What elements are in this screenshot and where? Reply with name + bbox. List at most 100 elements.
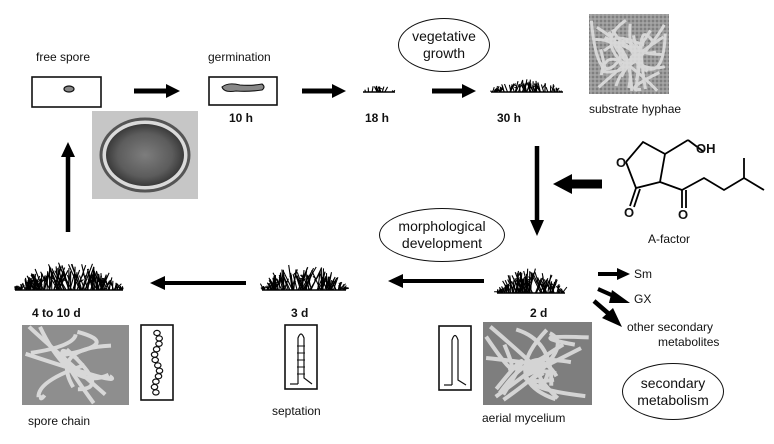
hypha-strand <box>22 282 26 291</box>
hypha-strand <box>293 269 297 291</box>
hypha-branch <box>528 276 533 282</box>
spore-bead <box>155 340 163 347</box>
hypha-branch <box>555 87 559 91</box>
hypha-curve <box>589 20 621 71</box>
hypha-strand <box>48 274 59 291</box>
hypha-branch <box>496 85 500 91</box>
hypha-strand <box>300 267 315 291</box>
label-a-factor: A-factor <box>648 232 691 246</box>
spore-chain-illustration <box>140 324 174 401</box>
hypha-branch <box>526 283 530 286</box>
colony-30h <box>490 79 563 93</box>
hypha-strand <box>509 275 514 294</box>
hypha-branch <box>66 274 70 280</box>
hypha-branch <box>80 273 85 278</box>
hypha-strand <box>267 283 271 291</box>
label-metabolites: metabolites <box>658 335 720 349</box>
hypha-strand <box>328 276 336 291</box>
hypha-strand <box>282 275 291 291</box>
hypha-strand <box>531 85 537 93</box>
morphological-development-line1: morphological <box>398 218 486 234</box>
label-free-spore: free spore <box>36 50 91 64</box>
hypha-strand <box>105 279 110 291</box>
hypha-strand <box>552 281 556 294</box>
hypha-curve <box>38 393 47 401</box>
label-septation: septation <box>272 404 321 418</box>
hypha-strand <box>534 277 542 294</box>
arrow-to-sm <box>598 268 630 280</box>
hypha-branch <box>280 279 283 283</box>
label-30h: 30 h <box>497 111 522 125</box>
hypha-branch <box>62 280 64 282</box>
hypha-branch <box>92 275 96 281</box>
hypha-strand <box>288 264 293 291</box>
hypha-strand <box>326 276 329 291</box>
hypha-strand <box>111 280 114 291</box>
hypha-branch <box>87 279 90 281</box>
label-4-to-10d: 4 to 10 d <box>32 306 81 320</box>
hypha-branch <box>540 282 545 286</box>
hypha-strand <box>558 288 561 294</box>
spore-bead <box>155 367 164 374</box>
hypha-strand <box>515 281 521 294</box>
hypha-branch <box>44 275 47 282</box>
arrow-a-factor <box>553 174 602 194</box>
hypha-branch <box>512 283 516 287</box>
spore-bead <box>150 383 159 391</box>
hypha-branch <box>294 280 297 283</box>
arrow-spore-to-germination <box>134 84 180 98</box>
hypha-strand <box>97 273 103 291</box>
hypha-branch <box>101 279 104 285</box>
photo-spore-chain <box>22 325 129 405</box>
hypha-strand <box>274 278 277 291</box>
hypha-strand <box>384 86 389 93</box>
label-oh: OH <box>696 141 716 156</box>
hypha-strand <box>320 274 324 291</box>
label-germination: germination <box>208 50 271 64</box>
photo-substrate-hyphae <box>589 14 669 94</box>
hypha-strand <box>78 275 86 291</box>
secondary-metabolism-line2: metabolism <box>637 391 709 408</box>
hypha-strand <box>332 283 337 291</box>
hypha-curve <box>537 369 560 400</box>
hypha-strand <box>526 82 532 93</box>
hypha-branch <box>520 281 523 283</box>
hypha-strand <box>282 270 293 291</box>
hypha-strand <box>71 263 81 291</box>
hypha-strand <box>534 271 543 294</box>
spore-bead <box>154 373 163 380</box>
hypha-branch <box>17 285 21 289</box>
hypha-strand <box>278 272 282 291</box>
photo-spore-section <box>92 111 198 199</box>
hypha-curve <box>494 359 524 396</box>
hypha-curve <box>27 325 107 397</box>
spore-bead <box>152 346 161 353</box>
label-3d: 3 d <box>291 306 309 320</box>
hypha-branch <box>281 278 284 280</box>
hypha-strand <box>296 272 305 291</box>
colony-2d <box>494 268 568 294</box>
hypha-branch <box>377 87 380 90</box>
hypha-branch <box>504 284 507 289</box>
hypha-strand <box>540 84 545 93</box>
spore-bead <box>154 362 162 369</box>
morphological-development-line2: development <box>401 235 483 251</box>
hypha-branch <box>555 285 561 291</box>
hypha-branch <box>550 86 552 89</box>
label-lactone-o: O <box>624 205 635 220</box>
hypha-branch <box>552 84 554 89</box>
hypha-branch <box>502 287 504 291</box>
label-sm: Sm <box>634 267 652 281</box>
septation-illustration <box>284 324 318 390</box>
arrow-to-free-spore <box>61 142 75 232</box>
hypha-strand <box>57 262 70 291</box>
arrow-3d-to-4to10d <box>150 276 246 290</box>
hypha-strand <box>34 273 36 291</box>
hypha-strand <box>266 282 273 291</box>
photo-aerial-mycelium <box>483 322 592 405</box>
hypha-branch <box>116 286 120 289</box>
label-substrate-hyphae: substrate hyphae <box>589 102 682 116</box>
arrow-2d-to-3d <box>388 274 484 288</box>
